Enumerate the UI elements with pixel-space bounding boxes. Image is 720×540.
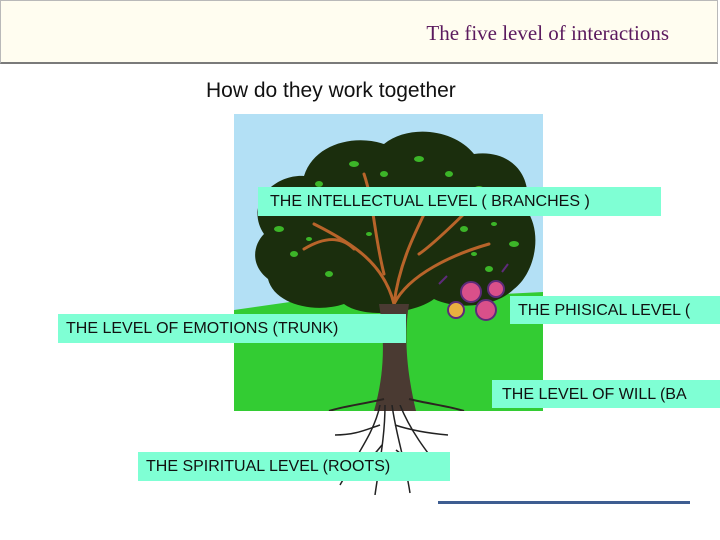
title-bar: The five level of interactions <box>0 0 718 64</box>
tree-branches <box>302 172 491 306</box>
label-intellectual-level: THE INTELLECTUAL LEVEL ( BRANCHES ) <box>258 187 661 216</box>
slide-title: The five level of interactions <box>426 21 669 45</box>
roots-illustration <box>334 405 449 495</box>
tree-roots <box>328 398 465 411</box>
label-spiritual-level: THE SPIRITUAL LEVEL (ROOTS) <box>138 452 450 481</box>
tree-illustration <box>234 114 543 411</box>
tree-canopy <box>255 131 536 314</box>
label-emotions-level: THE LEVEL OF EMOTIONS (TRUNK) <box>58 314 406 343</box>
accent-divider <box>438 501 690 504</box>
label-will-level: THE LEVEL OF WILL (BA <box>492 380 720 408</box>
label-physical-level: THE PHISICAL LEVEL ( <box>510 296 720 324</box>
fruit-cluster <box>438 263 509 321</box>
slide-subtitle: How do they work together <box>206 79 456 102</box>
